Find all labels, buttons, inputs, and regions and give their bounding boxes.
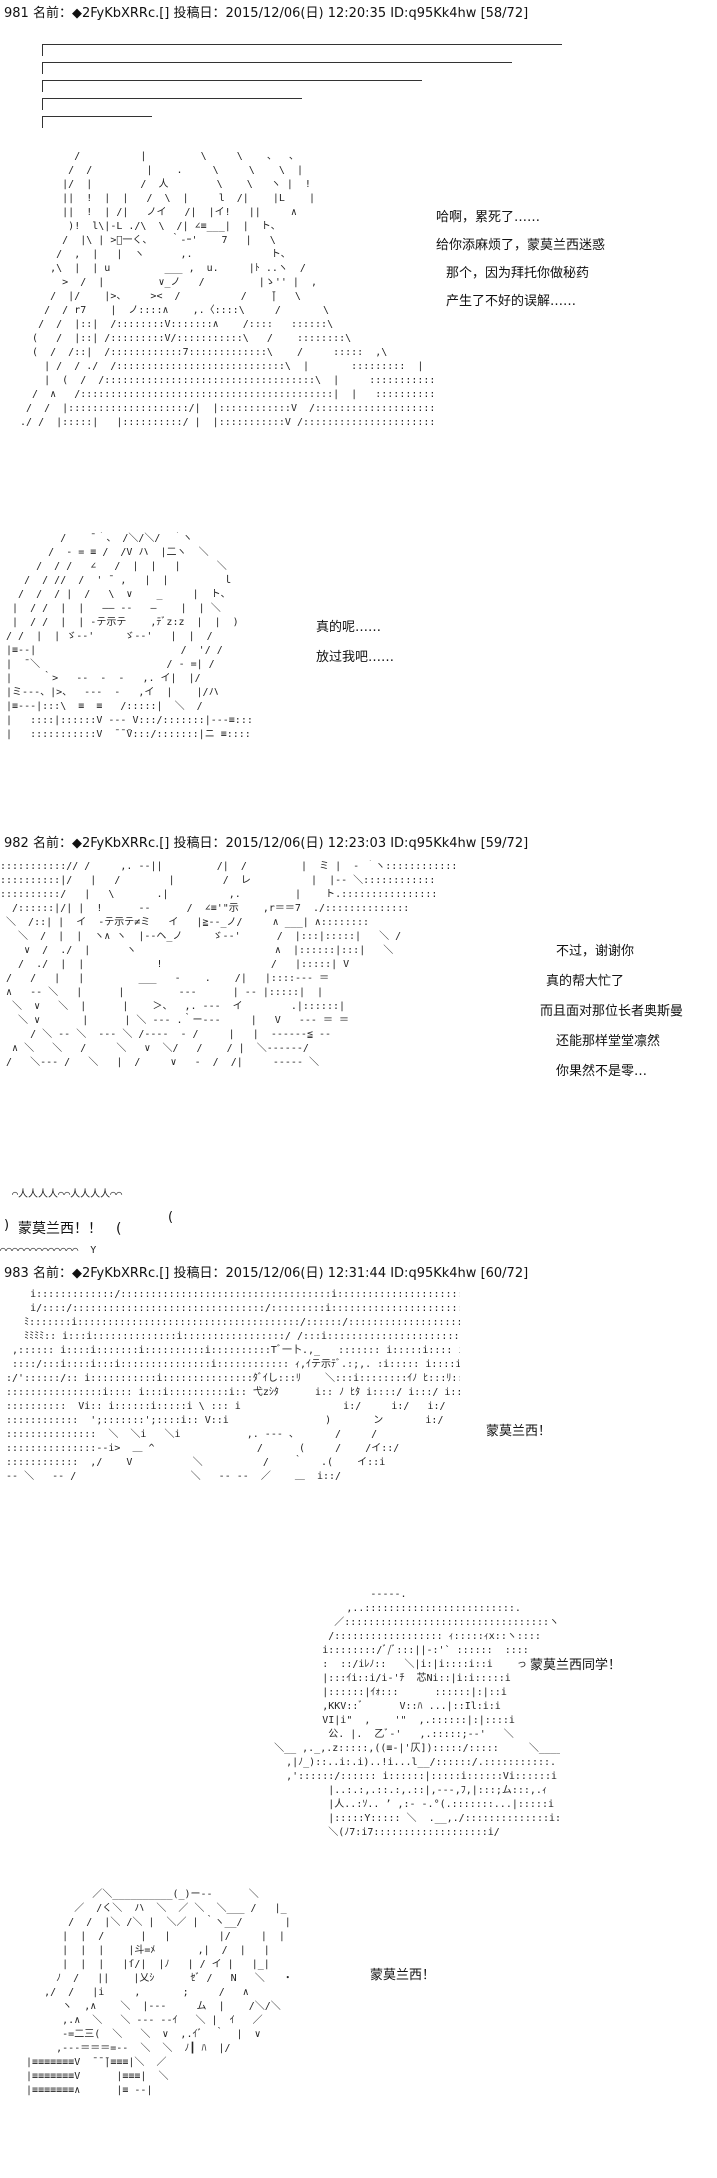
dialogue-line: 给你添麻烦了，蒙莫兰西迷惑 <box>436 238 606 253</box>
speech-bubble-right: ( <box>168 1210 174 1225</box>
aa-rule-tick <box>42 62 43 74</box>
aa-rule <box>42 116 152 117</box>
post-header: 982 名前：◆2FyKbXRRc.[] 投稿日：2015/12/06(日) 1… <box>4 836 529 851</box>
dialogue-line: 不过，谢谢你 <box>556 944 635 959</box>
post-header: 981 名前：◆2FyKbXRRc.[] 投稿日：2015/12/06(日) 1… <box>4 6 529 21</box>
ascii-art-character: / | \ \ 、 、 / / | . \ \ \ | |/ | / 人 \ \… <box>20 151 434 428</box>
dialogue-line: 真的帮大忙了 <box>546 974 625 989</box>
ascii-art-character: / ̄ ｀、 /＼/＼/ ｀ヽ / ‐ = ≡ / /V ハ |二ヽ ＼ / /… <box>6 533 253 740</box>
aa-rule-tick <box>42 44 43 56</box>
speech-bubble-bottom: ⌒⌒⌒⌒⌒⌒⌒⌒⌒⌒⌒⌒⌒ Y <box>0 1245 97 1256</box>
aa-rule-tick <box>42 80 43 92</box>
speech-bubble-left: ) <box>4 1218 10 1233</box>
aa-rule <box>42 62 512 63</box>
aa-rule <box>42 80 422 81</box>
ascii-art-character: ‐‐‐‐‐. ,..:::::::::::::::::::::::::. ／::… <box>274 1589 560 1838</box>
dialogue-line: 蒙莫兰西！ <box>370 1968 436 1983</box>
dialogue-line: 而且面对那位长者奥斯曼 <box>540 1004 684 1019</box>
dialogue-line: 真的呢…… <box>316 620 382 635</box>
aa-rule <box>42 98 302 99</box>
ascii-art-character: :::::::::::// / ,. ‐‐|| /| / | ミ | ‐ ｀ヽ:… <box>0 861 458 1068</box>
speech-bubble-top: ⌒人人人人⌒⌒人人人人⌒⌒ <box>0 1189 123 1200</box>
dialogue-line: 那个，因为拜托你做秘药 <box>446 266 590 281</box>
dialogue-line: 产生了不好的误解…… <box>446 294 577 309</box>
dialogue-line: 你果然不是零… <box>556 1064 648 1079</box>
aa-rule-tick <box>42 98 43 110</box>
aa-rule <box>42 44 562 45</box>
dialogue-line: 放过我吧…… <box>316 650 395 665</box>
post-header: 983 名前：◆2FyKbXRRc.[] 投稿日：2015/12/06(日) 1… <box>4 1266 529 1281</box>
aa-rule-tick <box>42 116 43 128</box>
dialogue-line: 蒙莫兰西！ <box>486 1424 552 1439</box>
dialogue-line: 哈啊，累死了…… <box>436 210 541 225</box>
ascii-art-character: i:::::::::::::/:::::::::::::::::::::::::… <box>6 1289 460 1482</box>
speech-bubble-text: 蒙莫兰西！！ ( <box>18 1221 122 1237</box>
ascii-art-character: ／＼__________(_)ー‐‐ ＼ ／ /く＼ ハ ＼ ／ ＼ ＼___ … <box>26 1889 293 2096</box>
dialogue-line: 还能那样堂堂凛然 <box>556 1034 661 1049</box>
dialogue-line: 蒙莫兰西同学！ <box>530 1658 622 1673</box>
